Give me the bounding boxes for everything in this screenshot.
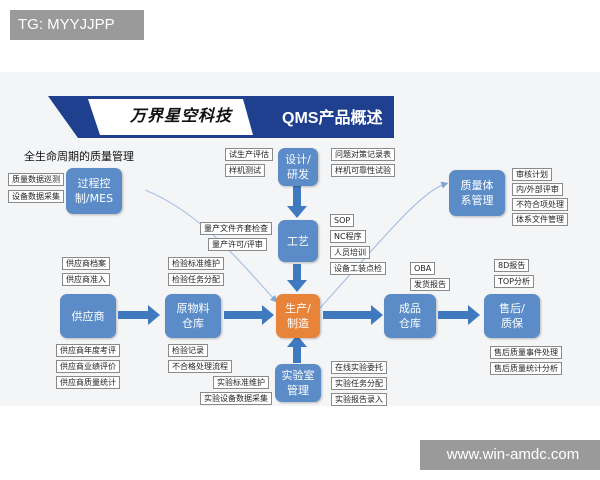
- arrow-supplier-to-raw: [118, 305, 160, 325]
- tag-craft-right-2: NC程序: [330, 230, 366, 243]
- watermark-top: TG: MYYJJPP: [10, 10, 144, 40]
- title-banner: 万界星空科技 QMS产品概述: [48, 96, 394, 138]
- node-raw-material-warehouse: 原物料仓库: [165, 294, 221, 338]
- diagram-subtitle: 全生命周期的质量管理: [24, 150, 134, 163]
- tag-process-2: 设备数据采集: [8, 190, 64, 203]
- arrow-design-to-craft: [287, 186, 307, 218]
- arrow-raw-to-production: [224, 305, 274, 325]
- tag-finished-top-1: OBA: [410, 262, 436, 275]
- node-finished-warehouse: 成品仓库: [384, 294, 436, 338]
- tag-lab-right-2: 实验任务分配: [331, 377, 387, 390]
- tag-aftersales-top-2: TOP分析: [494, 275, 535, 288]
- company-logo-text: 万界星空科技: [130, 106, 233, 125]
- arrow-craft-to-production: [287, 264, 307, 292]
- banner-shape: [48, 96, 394, 138]
- tag-design-right-1: 问题对策记录表: [331, 148, 395, 161]
- node-aftersales: 售后/质保: [484, 294, 540, 338]
- tag-lab-right-1: 在线实验委托: [331, 361, 387, 374]
- node-production: 生产/制造: [276, 294, 320, 338]
- tag-craft-right-4: 设备工装点检: [330, 262, 386, 275]
- banner-title: QMS产品概述: [282, 110, 383, 127]
- tag-design-left-1: 试生产评估: [225, 148, 273, 161]
- node-process-control: 过程控制/MES: [66, 168, 122, 214]
- node-design-rd: 设计/研发: [278, 148, 318, 186]
- tag-quality-2: 内/外部评审: [512, 183, 563, 196]
- arrow-production-to-finished: [323, 305, 383, 325]
- tag-aftersales-bottom-2: 售后质量统计分析: [490, 362, 562, 375]
- tag-raw-top-1: 检验标准维护: [168, 257, 224, 270]
- node-quality-system: 质量体系管理: [449, 170, 505, 216]
- tag-aftersales-bottom-1: 售后质量事件处理: [490, 346, 562, 359]
- tag-craft-right-1: SOP: [330, 214, 355, 227]
- tag-design-right-2: 样机可靠性试验: [331, 164, 395, 177]
- node-supplier: 供应商: [60, 294, 116, 338]
- tag-supplier-top-1: 供应商档案: [62, 257, 110, 270]
- tag-raw-bottom-1: 检验记录: [168, 344, 208, 357]
- tag-supplier-bottom-2: 供应商业绩评价: [56, 360, 120, 373]
- connector-layer: [118, 181, 480, 363]
- tag-quality-3: 不符合项处理: [512, 198, 568, 211]
- tag-raw-bottom-2: 不合格处理流程: [168, 360, 232, 373]
- tag-aftersales-top-1: 8D报告: [494, 259, 530, 272]
- tag-quality-4: 体系文件管理: [512, 213, 568, 226]
- tag-lab-left-2: 实验设备数据采集: [200, 392, 272, 405]
- tag-supplier-top-2: 供应商准入: [62, 273, 110, 286]
- tag-craft-right-3: 人员培训: [330, 246, 370, 259]
- tag-finished-top-2: 发货报告: [410, 278, 450, 291]
- tag-supplier-bottom-3: 供应商质量统计: [56, 376, 120, 389]
- tag-quality-1: 审核计划: [512, 168, 552, 181]
- arrow-lab-to-production: [287, 335, 307, 363]
- tag-lab-right-3: 实验报告录入: [331, 393, 387, 406]
- watermark-bottom: www.win-amdc.com: [420, 440, 600, 470]
- tag-supplier-bottom-1: 供应商年度考评: [56, 344, 120, 357]
- node-lab-management: 实验室管理: [275, 364, 321, 402]
- tag-lab-left-1: 实验标准维护: [213, 376, 269, 389]
- tag-process-1: 质量数据巡测: [8, 173, 64, 186]
- curve-production-to-quality: [319, 181, 449, 309]
- tag-craft-left-2: 量产许可/评审: [208, 238, 267, 251]
- diagram-canvas: 万界星空科技 QMS产品概述 全生命周期的质量管理 过程控制/MES 设计/研发…: [0, 72, 600, 406]
- node-craft: 工艺: [278, 220, 318, 262]
- tag-design-left-2: 样机测试: [225, 164, 265, 177]
- tag-raw-top-2: 检验任务分配: [168, 273, 224, 286]
- tag-craft-left-1: 量产文件齐套检查: [200, 222, 272, 235]
- arrow-finished-to-aftersales: [438, 305, 480, 325]
